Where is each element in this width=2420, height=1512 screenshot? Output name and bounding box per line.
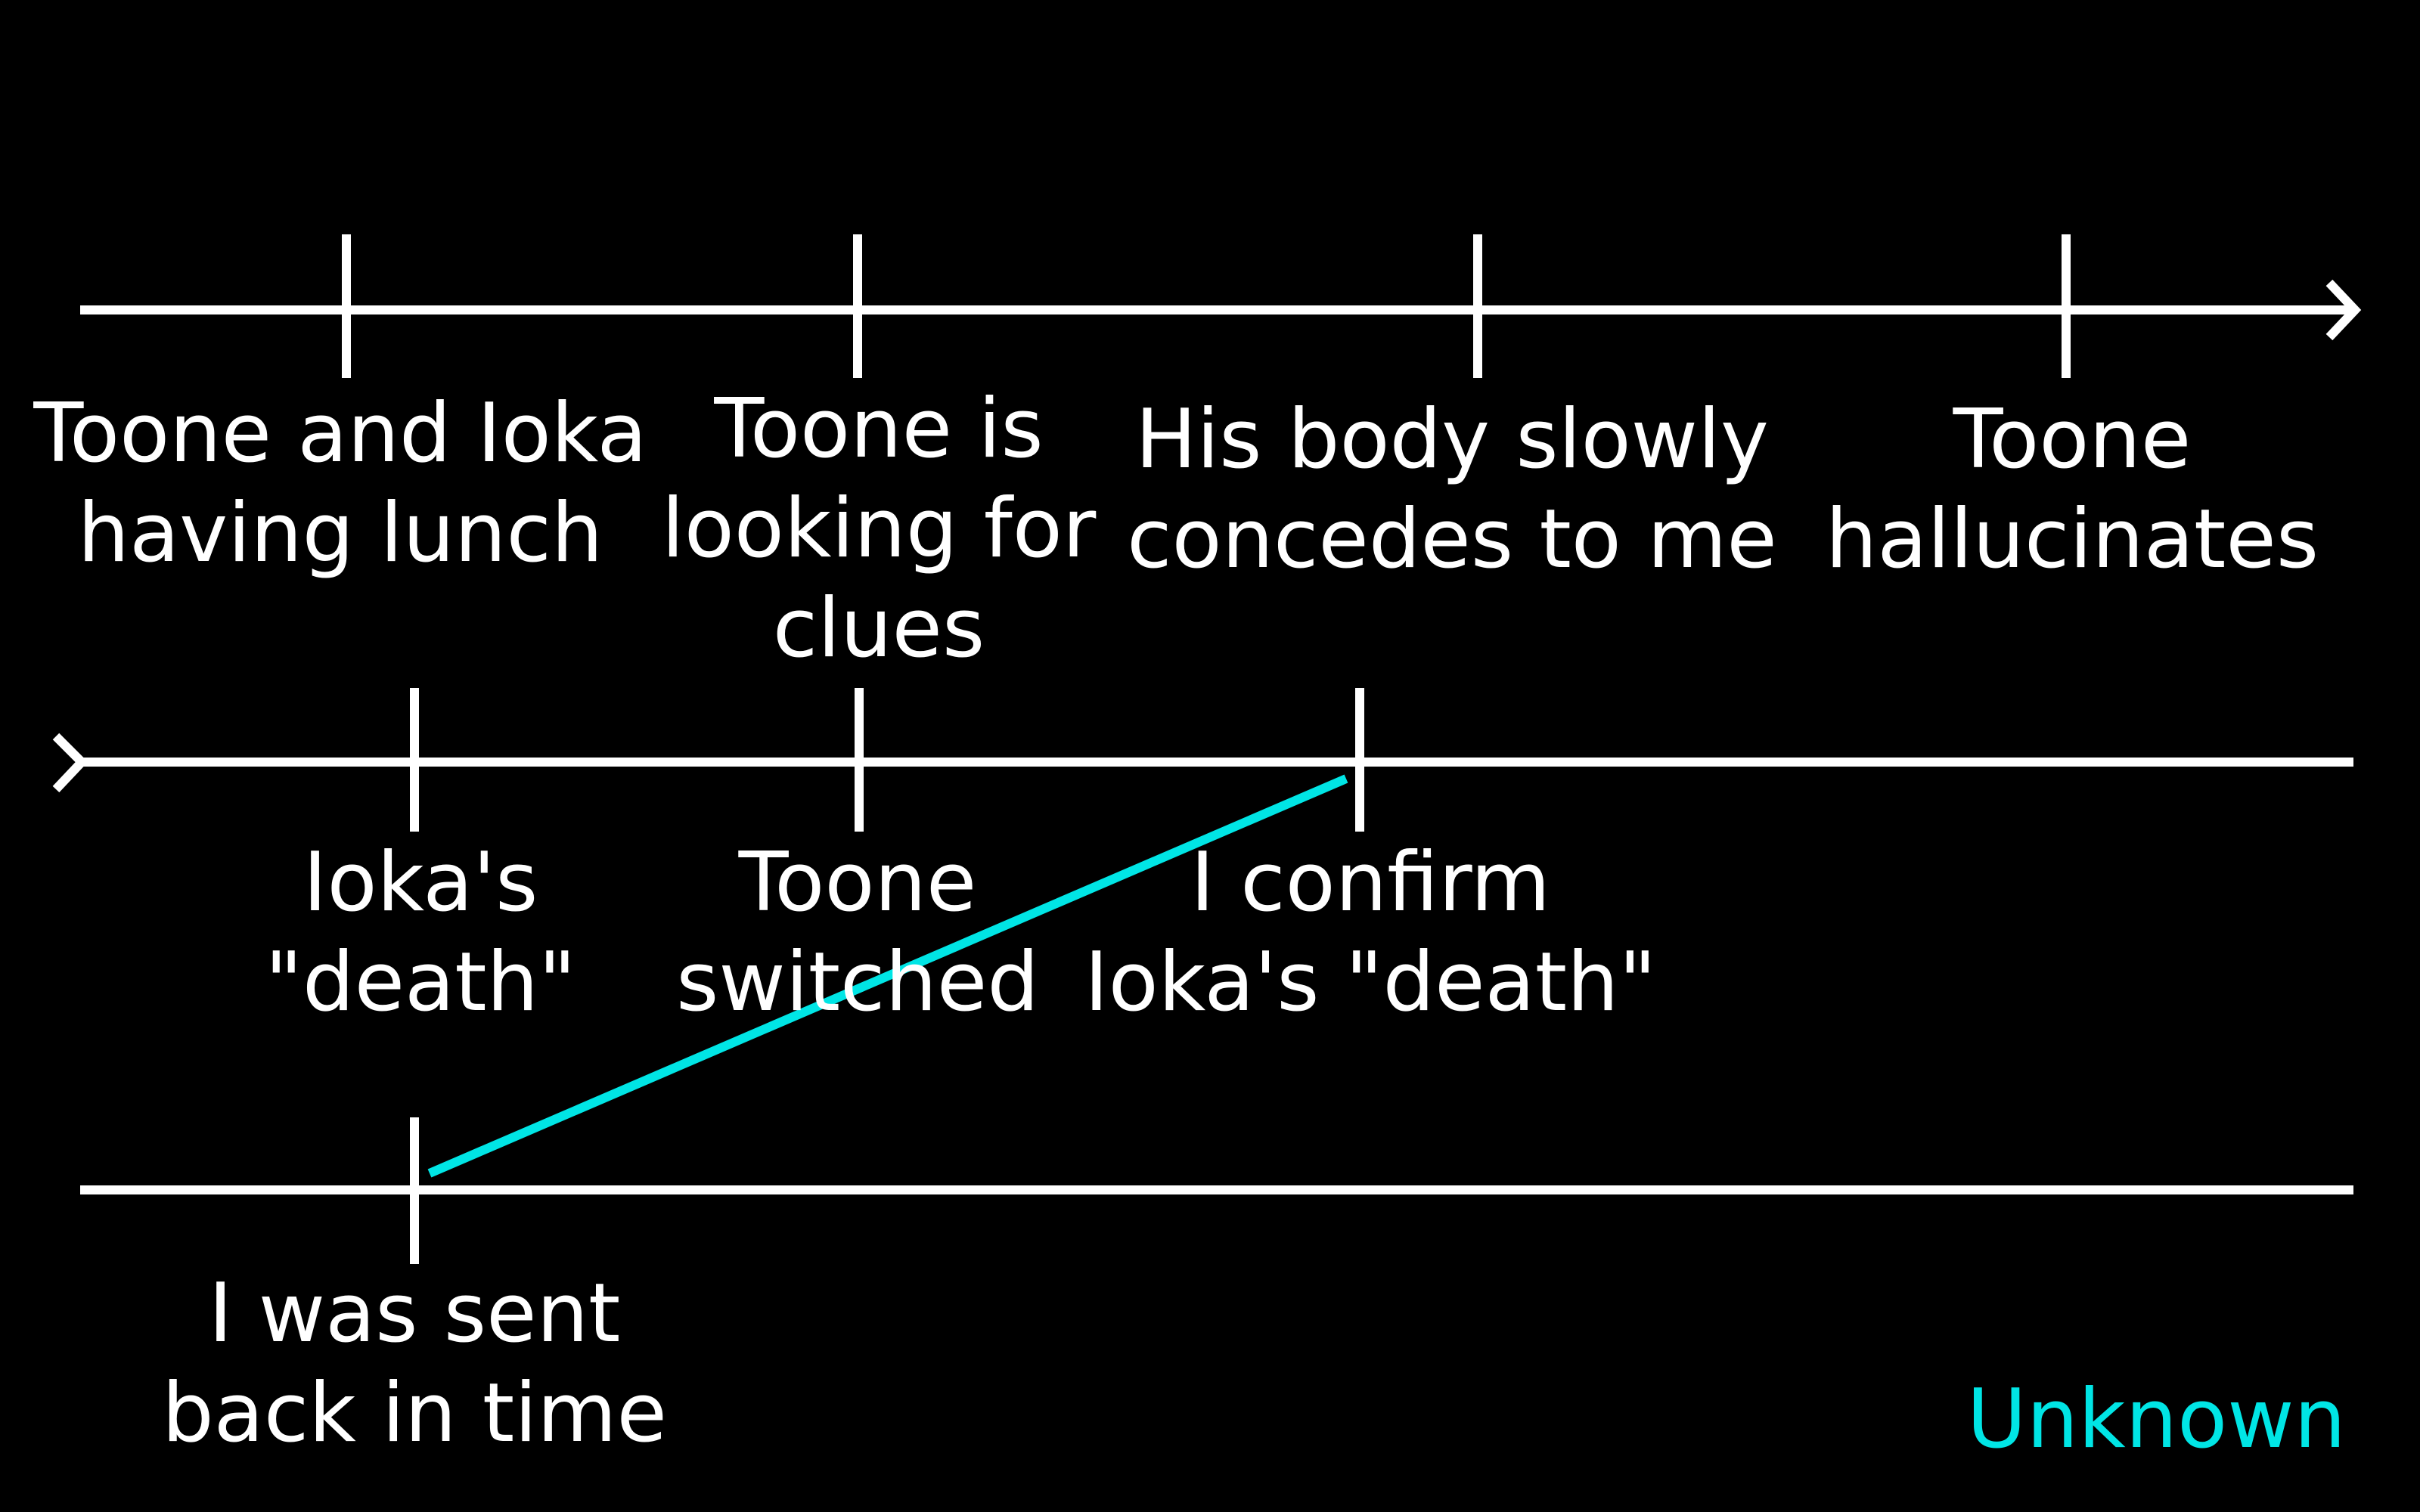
timeline-row1-arrowhead (2325, 279, 2362, 341)
event-label-confirm-death: I confirm Ioka's "death" (1084, 835, 1657, 1030)
event-label-sent-back: I was sent back in time (162, 1266, 667, 1461)
unknown-connector-line (427, 774, 1348, 1178)
event-label-lunch: Toone and Ioka having lunch (33, 386, 647, 581)
timeline-row2-chevron (52, 733, 88, 793)
event-label-toone-switched: Toone switched (676, 835, 1039, 1030)
legend-unknown: Unknown (1966, 1372, 2346, 1467)
event-label-ioka-death: Ioka's "death" (265, 835, 576, 1030)
event-label-hallucinates: Toone hallucinates (1825, 392, 2319, 587)
event-label-looking-for-clues: Toone is looking for clues (661, 382, 1097, 676)
event-label-body-concedes: His body slowly concedes to me (1127, 392, 1777, 587)
